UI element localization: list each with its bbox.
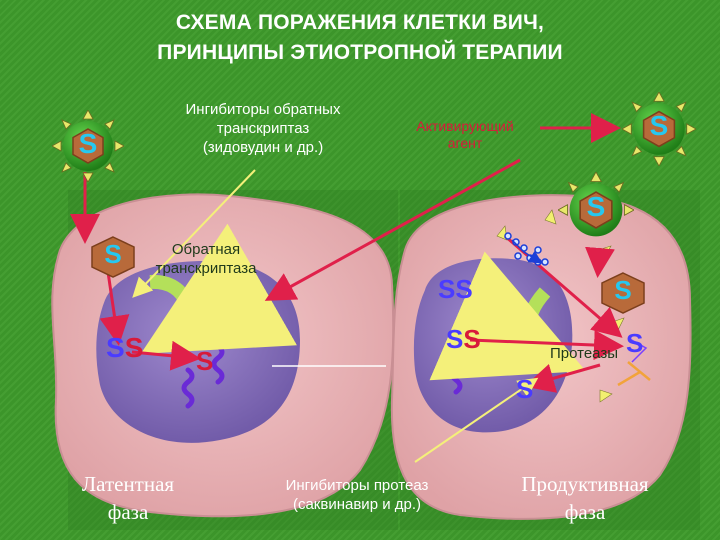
label-line: агент: [447, 135, 483, 151]
label-rt-inhibitors: Ингибиторы обратных транскриптаз (зидову…: [158, 100, 368, 157]
arrow-activating-agent: [264, 158, 521, 301]
arrow-protease-inhibitor: [414, 377, 539, 463]
rna-marker: S: [455, 274, 473, 304]
virus-marker: S: [649, 110, 669, 141]
protease-marker: [627, 337, 648, 363]
virion-icon: [621, 91, 697, 167]
rna-marker-right-pair: SS: [446, 326, 481, 352]
core-icon: [91, 236, 135, 278]
virion-top-left: S: [51, 109, 125, 183]
label-line: транскриптаза: [155, 260, 257, 277]
virion-icon: [557, 171, 635, 237]
rt-curved-arrow: [140, 223, 297, 354]
virion-top-right: S: [621, 91, 697, 167]
arrow-rna-right: [469, 330, 624, 361]
page-title: СХЕМА ПОРАЖЕНИЯ КЛЕТКИ ВИЧ, ПРИНЦИПЫ ЭТИ…: [0, 8, 720, 68]
virus-marker: S: [586, 191, 606, 222]
rna-marker: S: [446, 324, 464, 354]
rna-marker-right-bottom: S: [516, 374, 534, 404]
virus-marker: S: [104, 239, 122, 269]
label-line: Продуктивная: [521, 472, 649, 496]
title-line-1: СХЕМА ПОРАЖЕНИЯ КЛЕТКИ ВИЧ,: [175, 11, 545, 34]
virion-icon: [51, 109, 125, 183]
core-icon: [601, 272, 645, 314]
rna-marker: S: [438, 274, 456, 304]
arrow-rt-to-nucleus: [99, 271, 130, 346]
protease-curved-arrow: [429, 251, 586, 381]
label-line: фаза: [107, 500, 149, 524]
label-line: (зидовудин и др.): [202, 139, 324, 156]
rna-marker-left-nucleus: S: [196, 346, 214, 376]
label-line: Ингибиторы обратных: [185, 101, 341, 118]
label-reverse-transcriptase: Обратная транскриптаза: [136, 240, 276, 278]
rna-marker-left-pair: SS: [106, 334, 143, 362]
arrow-protease-to-rna: [524, 363, 601, 393]
virus-marker: S: [78, 128, 98, 159]
rna-marker-right-top: SS: [438, 276, 473, 302]
label-activating-agent: Активирующий агент: [390, 118, 540, 152]
label-line: Латентная: [81, 472, 175, 496]
rna-marker: S: [463, 324, 481, 354]
label-line: Обратная: [171, 241, 241, 258]
label-line: Ингибиторы протеаз: [285, 477, 429, 494]
virion-budding: S: [557, 171, 635, 248]
rna-marker: S: [106, 332, 125, 363]
vesicle-cluster: [504, 232, 549, 266]
rna-marker-protease: S: [626, 328, 644, 358]
label-latent-phase: Латентная фаза: [48, 470, 208, 526]
protease-products: [617, 361, 651, 387]
arrow-rna-left: [131, 340, 201, 371]
title-line-2: ПРИНЦИПЫ ЭТИОТРОПНОЙ ТЕРАПИИ: [157, 41, 563, 64]
label-protease-inhibitors: Ингибиторы протеаз (саквинавир и др.): [252, 476, 462, 514]
label-protease: Протеазы: [549, 345, 618, 362]
arrow-rt-inhibitor: [132, 169, 256, 298]
virus-marker: S: [614, 275, 632, 305]
label-line: Активирующий: [416, 118, 514, 134]
core-left: S: [90, 236, 136, 278]
dna-strand-left-2: [181, 367, 195, 409]
core-right: S: [600, 272, 646, 314]
label-productive-phase: Продуктивная фаза: [490, 470, 680, 526]
label-line: транскриптаз: [216, 120, 310, 137]
label-line: (саквинавир и др.): [292, 496, 422, 513]
rna-marker: S: [124, 332, 144, 363]
arrow-budding: [585, 246, 615, 278]
label-line: фаза: [564, 500, 606, 524]
